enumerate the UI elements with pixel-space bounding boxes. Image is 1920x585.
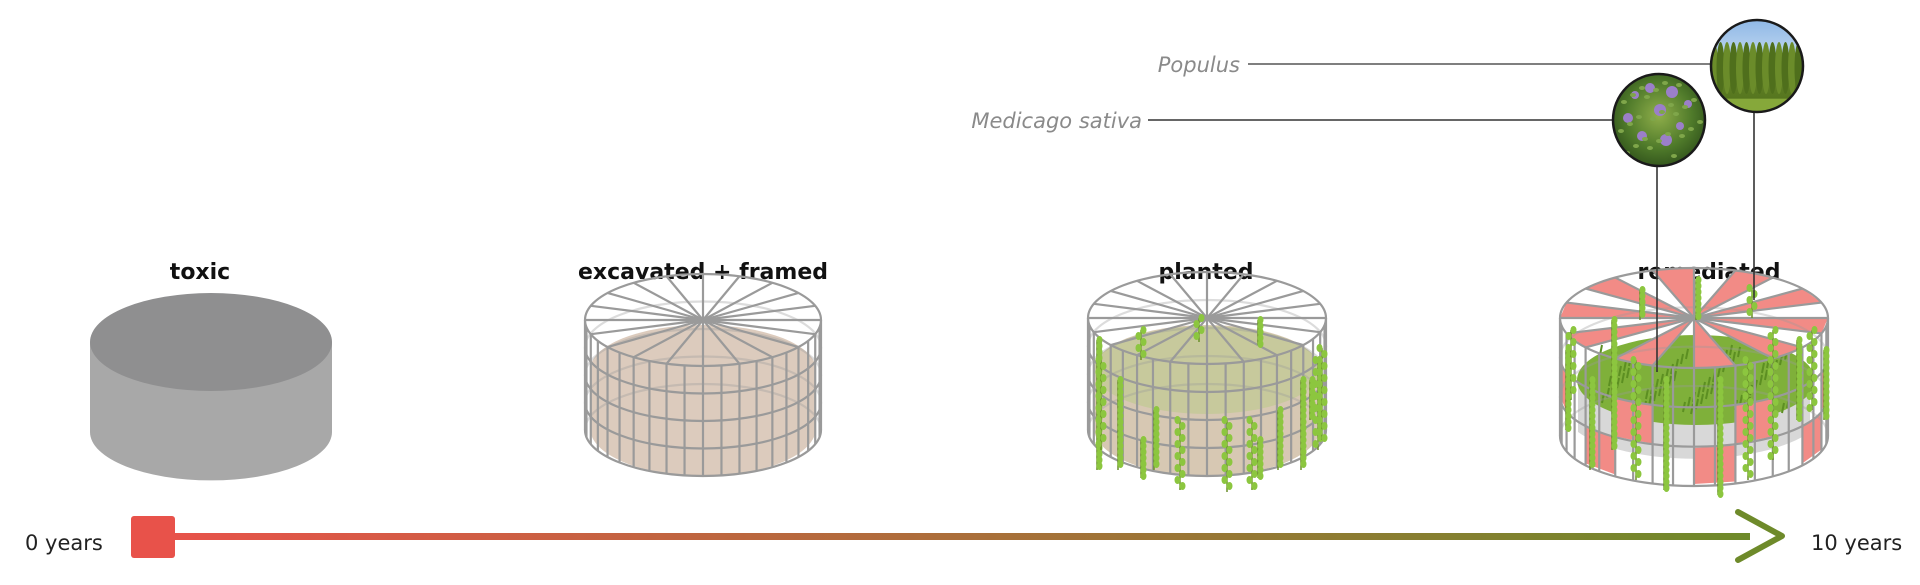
stage-title-toxic: toxic <box>170 260 230 285</box>
remediated-plants <box>1565 276 1830 498</box>
poplar-trees-icon <box>1709 18 1805 114</box>
planted-structure <box>1086 270 1328 492</box>
species-label-medicago: Medicago sativa <box>971 109 1142 133</box>
alfalfa-plant-icon <box>1611 72 1707 168</box>
timeline-start-label: 0 years <box>25 531 103 555</box>
timeline-start-marker <box>131 516 175 558</box>
species-leader-lines <box>1148 63 1755 372</box>
excavated-framed-structure <box>583 272 823 478</box>
remediated-structure <box>1558 266 1830 498</box>
toxic-cylinder <box>90 293 332 481</box>
hanging-plants <box>1095 314 1328 492</box>
timeline-end-label: 10 years <box>1811 531 1902 555</box>
timeline-axis <box>131 509 1785 563</box>
species-label-populus: Populus <box>1158 53 1240 77</box>
